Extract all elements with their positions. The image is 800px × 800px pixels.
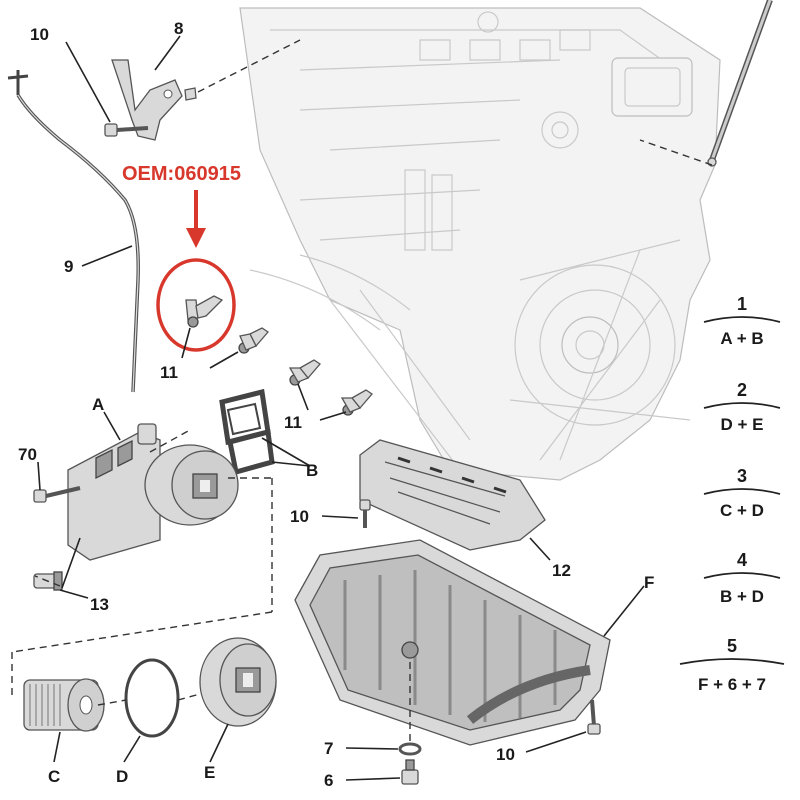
callout-E: E: [204, 763, 215, 782]
oil-jet-clip-icon: [185, 295, 224, 328]
brace-icon: [703, 402, 781, 409]
callout-11-a: 11: [160, 363, 178, 382]
brace-icon: [679, 658, 785, 665]
gasket-icon: [219, 388, 275, 476]
kit-number: 4: [737, 550, 747, 570]
callout-11-b: 11: [284, 413, 302, 432]
highlight-arrow-icon: [186, 190, 206, 248]
oil-pan-icon: [294, 539, 611, 746]
brace-icon: [703, 488, 781, 495]
kit-parts: A + B: [720, 329, 763, 348]
drain-plug-icon: [401, 759, 419, 785]
kit-number: 3: [737, 466, 747, 486]
callout-13: 13: [90, 595, 109, 614]
o-ring-icon: [124, 658, 180, 738]
bolt-icon: [587, 699, 601, 735]
washer-icon: [398, 742, 422, 756]
oem-note: OEM:060915: [122, 163, 241, 185]
oil-jet-clip-icon: [288, 359, 321, 386]
highlight-circle: [156, 258, 236, 352]
kit-parts: B + D: [720, 587, 764, 606]
bolt-icon: [359, 499, 371, 528]
callout-70: 70: [18, 445, 37, 464]
brace-icon: [703, 316, 781, 323]
filter-cap-icon: [199, 637, 277, 727]
kit-number: 1: [737, 294, 747, 314]
callout-10-top: 10: [30, 25, 49, 44]
callout-C: C: [48, 767, 60, 786]
callout-10-bot: 10: [496, 745, 515, 764]
callout-10-mid: 10: [290, 507, 309, 526]
oil-jet-clip-icon: [238, 327, 269, 354]
baffle-plate-icon: [359, 439, 546, 551]
oil-filter-cartridge-icon: [23, 678, 105, 732]
sensor-icon: [33, 571, 63, 591]
bolt-icon: [104, 123, 149, 137]
kit-parts: F + 6 + 7: [698, 675, 766, 694]
callout-8: 8: [174, 19, 183, 38]
kit-number: 2: [737, 380, 747, 400]
callout-6: 6: [324, 771, 333, 790]
oil-filter-housing-icon: [67, 423, 239, 561]
kit-entry: 3 C + D: [703, 466, 781, 520]
engine-block-outline: [239, 7, 721, 481]
leader-lines: [37, 35, 645, 781]
callout-F: F: [644, 573, 654, 592]
kit-parts: D + E: [721, 415, 764, 434]
callout-12: 12: [552, 561, 571, 580]
bracket-icon: [111, 59, 197, 141]
callout-D: D: [116, 767, 128, 786]
callout-7: 7: [324, 739, 333, 758]
kit-entry: 4 B + D: [703, 550, 781, 606]
dipstick-icon: [7, 70, 140, 393]
kit-entry: 1 A + B: [703, 294, 781, 348]
brace-icon: [703, 572, 781, 579]
kit-parts: C + D: [720, 501, 764, 520]
kit-key: 1 A + B 2 D + E 3 C + D 4 B + D 5 F + 6 …: [679, 294, 785, 694]
kit-entry: 5 F + 6 + 7: [679, 636, 785, 694]
oil-jet-clip-icon: [340, 389, 373, 416]
kit-number: 5: [727, 636, 737, 656]
callout-B: B: [306, 461, 318, 480]
kit-entry: 2 D + E: [703, 380, 781, 434]
callout-9: 9: [64, 257, 73, 276]
callout-A: A: [92, 395, 104, 414]
